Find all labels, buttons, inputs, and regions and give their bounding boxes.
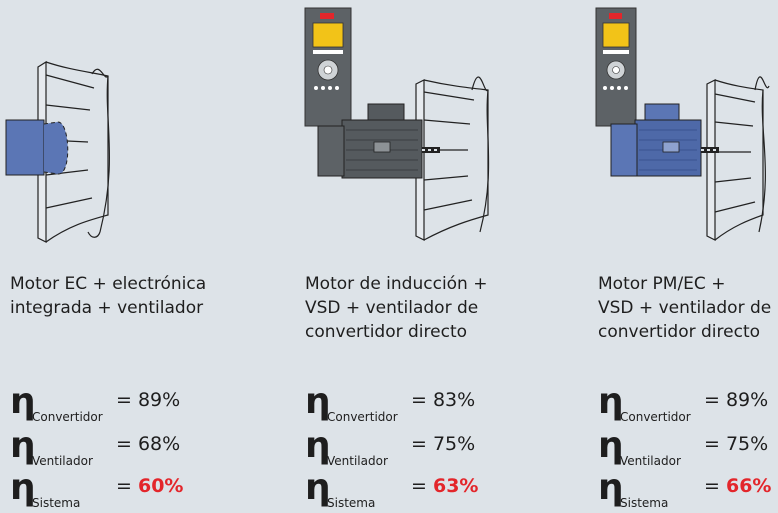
efficiency-value: = 75% — [411, 433, 476, 455]
eta-subscript: Convertidor — [327, 410, 398, 424]
fan-impeller-icon — [706, 76, 770, 241]
efficiency-value: = 66% — [704, 475, 772, 497]
eta-symbol: η — [10, 467, 36, 508]
efficiency-row-convertidor: η Convertidor = 83% — [305, 381, 545, 425]
eta-subscript: Sistema — [32, 496, 81, 510]
column-caption: Motor EC + electrónica integrada + venti… — [10, 274, 207, 318]
column-pm-motor: Motor PM/EC + VSD + ventilador de conver… — [583, 0, 778, 513]
efficiency-value: = 63% — [411, 475, 479, 497]
efficiency-row-sistema: η Sistema = 60% — [10, 467, 250, 511]
column-induction-motor: Motor de inducción + VSD + ventilador de… — [290, 0, 550, 513]
efficiency-row-ventilador: η Ventilador = 75% — [305, 425, 545, 469]
efficiency-row-ventilador: η Ventilador = 68% — [10, 425, 250, 469]
eta-symbol: η — [598, 425, 624, 466]
fan-impeller-icon — [415, 76, 490, 241]
pm-motor-illustration — [595, 7, 770, 241]
eta-subscript: Ventilador — [620, 454, 681, 468]
eta-subscript: Ventilador — [327, 454, 388, 468]
eta-symbol: η — [598, 381, 624, 422]
efficiency-value: = 89% — [116, 389, 181, 411]
pm-motor-icon — [610, 103, 719, 177]
eta-symbol: η — [10, 381, 36, 422]
efficiency-row-convertidor: η Convertidor = 89% — [10, 381, 250, 425]
column-ec-motor: Motor EC + electrónica integrada + venti… — [0, 0, 250, 513]
efficiency-value: = 83% — [411, 389, 476, 411]
drive-unit-icon — [595, 7, 637, 127]
eta-symbol: η — [305, 425, 331, 466]
efficiency-row-sistema: η Sistema = 66% — [598, 467, 778, 511]
induction-motor-illustration — [304, 7, 490, 241]
induction-motor-icon — [317, 103, 440, 179]
efficiency-row-ventilador: η Ventilador = 75% — [598, 425, 778, 469]
column-caption: Motor PM/EC + VSD + ventilador de conver… — [598, 274, 772, 342]
ec-motor-fan-illustration — [5, 60, 111, 243]
eta-subscript: Ventilador — [32, 454, 93, 468]
eta-subscript: Convertidor — [620, 410, 691, 424]
eta-subscript: Sistema — [327, 496, 376, 510]
eta-subscript: Sistema — [620, 496, 669, 510]
eta-symbol: η — [305, 467, 331, 508]
efficiency-value: = 75% — [704, 433, 769, 455]
efficiency-value: = 60% — [116, 475, 184, 497]
column-caption: Motor de inducción + VSD + ventilador de… — [305, 274, 488, 342]
drive-unit-icon — [304, 7, 352, 127]
ec-motor-icon — [5, 119, 69, 176]
eta-symbol: η — [598, 467, 624, 508]
efficiency-value: = 89% — [704, 389, 769, 411]
efficiency-row-convertidor: η Convertidor = 89% — [598, 381, 778, 425]
eta-symbol: η — [10, 425, 36, 466]
eta-subscript: Convertidor — [32, 410, 103, 424]
efficiency-row-sistema: η Sistema = 63% — [305, 467, 545, 511]
eta-symbol: η — [305, 381, 331, 422]
efficiency-value: = 68% — [116, 433, 181, 455]
